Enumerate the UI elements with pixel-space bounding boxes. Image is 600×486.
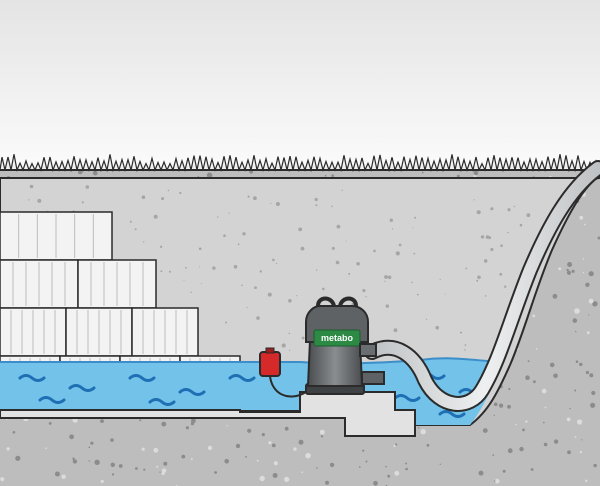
grass-icon: [0, 154, 600, 173]
hose-icon: [364, 160, 600, 412]
pump-brand-label: metabo: [321, 333, 354, 343]
basement-floor: [0, 391, 416, 437]
submersible-pump-icon: metabo: [305, 296, 385, 395]
float-switch-icon: [259, 347, 307, 398]
sky: [0, 0, 600, 170]
